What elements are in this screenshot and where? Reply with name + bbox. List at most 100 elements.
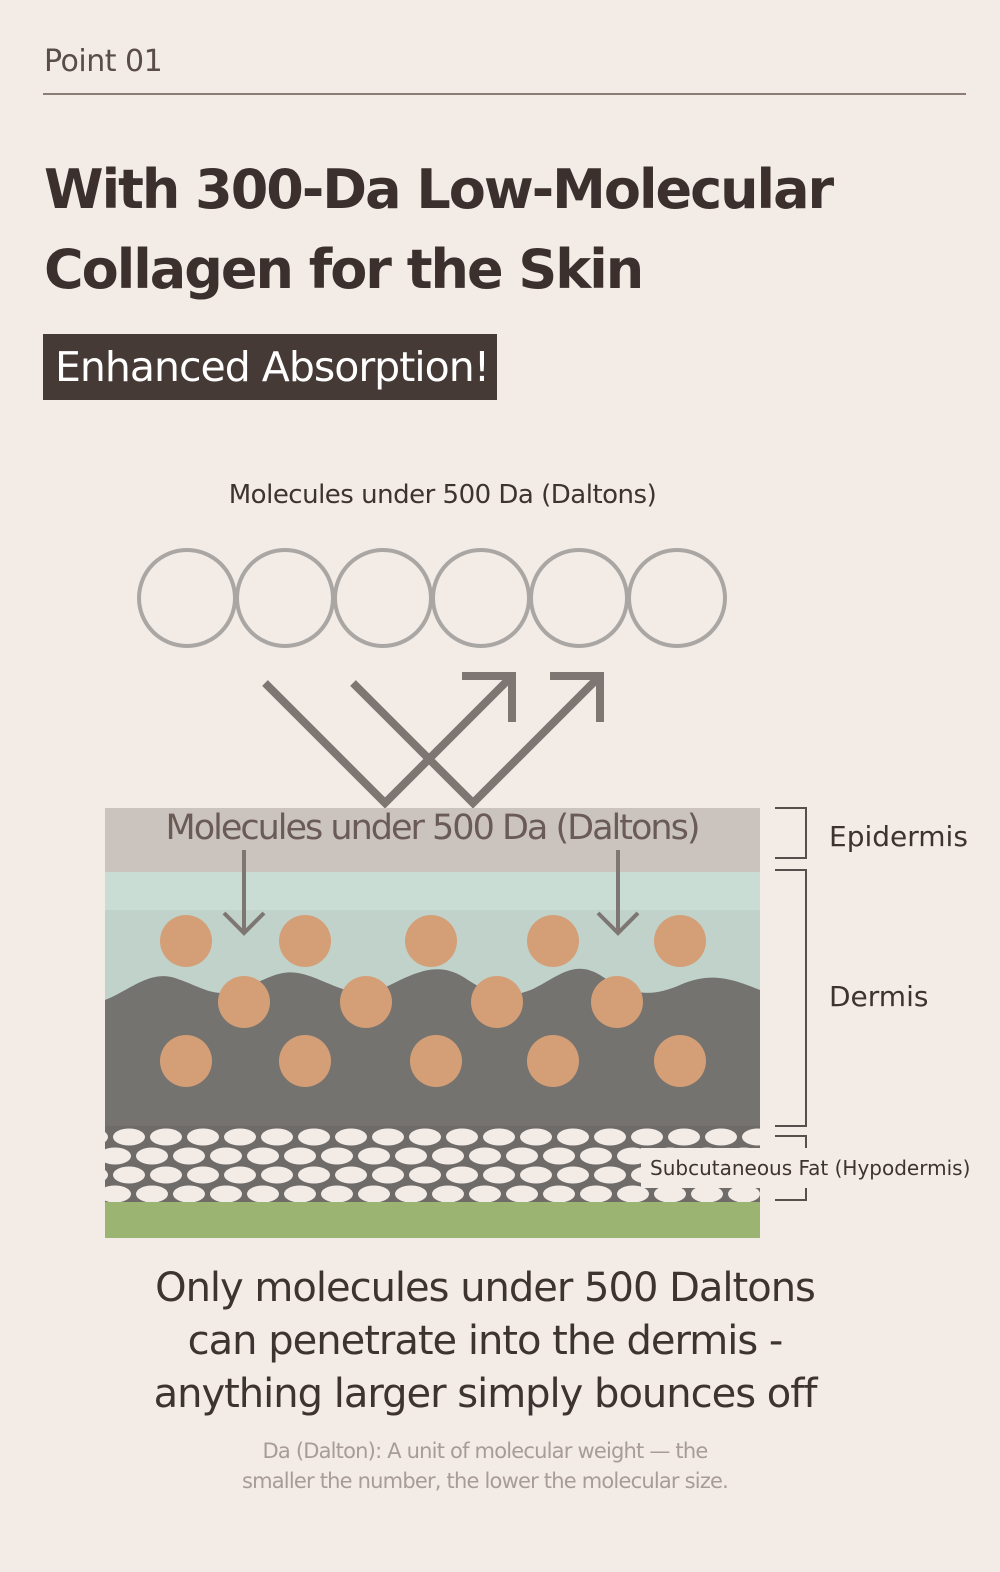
fat-cell xyxy=(187,1166,219,1184)
fat-cell xyxy=(506,1185,538,1203)
collagen-dot xyxy=(527,915,579,967)
fat-cell xyxy=(409,1166,441,1184)
collagen-dot xyxy=(654,915,706,967)
penetrate-arrows xyxy=(222,850,640,936)
collagen-dot xyxy=(591,976,643,1028)
dermis-label: Dermis xyxy=(829,980,929,1013)
fat-cell xyxy=(409,1128,441,1146)
fat-cell xyxy=(335,1166,367,1184)
collagen-dot xyxy=(279,915,331,967)
footnote: Da (Dalton): A unit of molecular weight … xyxy=(0,1436,970,1496)
collagen-dot xyxy=(340,976,392,1028)
fat-cell xyxy=(580,1185,612,1203)
fat-cell xyxy=(358,1147,390,1165)
fat-cell xyxy=(187,1128,219,1146)
molecule-circle xyxy=(333,548,433,648)
fat-cell xyxy=(284,1185,316,1203)
fat-cell xyxy=(136,1147,168,1165)
fat-cell xyxy=(543,1147,575,1165)
collagen-dot xyxy=(471,976,523,1028)
bounce-arrows xyxy=(262,672,604,809)
fat-cell xyxy=(261,1166,293,1184)
hypodermis-label: Subcutaneous Fat (Hypodermis) xyxy=(641,1148,971,1188)
fat-cell xyxy=(557,1128,589,1146)
fat-cell xyxy=(173,1185,205,1203)
fat-cell xyxy=(298,1166,330,1184)
fat-cell xyxy=(594,1166,626,1184)
fat-cell xyxy=(372,1128,404,1146)
fat-cell xyxy=(321,1185,353,1203)
molecule-circle xyxy=(431,548,531,648)
fat-cell xyxy=(580,1147,612,1165)
fat-cell xyxy=(395,1147,427,1165)
fat-cell xyxy=(469,1147,501,1165)
summary-line-1: Only molecules under 500 Daltons xyxy=(155,1265,816,1311)
bounce-arrow-left xyxy=(262,673,515,809)
fat-cell xyxy=(105,1185,131,1203)
footnote-line-1: Da (Dalton): A unit of molecular weight … xyxy=(262,1439,709,1463)
fat-cell xyxy=(358,1185,390,1203)
epidermis-label: Epidermis xyxy=(829,820,968,853)
fat-cell xyxy=(210,1147,242,1165)
fat-cell xyxy=(543,1185,575,1203)
fat-cell xyxy=(432,1185,464,1203)
collagen-dot xyxy=(160,1035,212,1087)
point-label: Point 01 xyxy=(44,44,163,79)
fat-cell xyxy=(691,1185,723,1203)
fat-cell xyxy=(594,1128,626,1146)
headline-line-2: Collagen for the Skin xyxy=(44,238,644,301)
base-layer xyxy=(105,1202,760,1238)
fat-cell xyxy=(224,1128,256,1146)
fat-cell xyxy=(150,1166,182,1184)
fat-cell xyxy=(105,1132,108,1142)
fat-cell xyxy=(224,1166,256,1184)
summary-line-3: anything larger simply bounces off xyxy=(153,1371,818,1417)
epidermis-inner-label: Molecules under 500 Da (Daltons) xyxy=(165,808,701,848)
molecule-circle xyxy=(235,548,335,648)
layer-brackets xyxy=(775,807,807,1201)
fat-cell xyxy=(105,1170,108,1180)
fat-cell xyxy=(668,1128,700,1146)
fat-cell xyxy=(372,1166,404,1184)
fat-cell xyxy=(113,1166,145,1184)
dermis-top-layer xyxy=(105,872,760,912)
penetrate-arrow-left-head xyxy=(222,911,266,936)
fat-cell xyxy=(742,1128,760,1146)
fat-cell xyxy=(136,1185,168,1203)
molecule-circle xyxy=(627,548,727,648)
absorption-badge: Enhanced Absorption! xyxy=(43,334,497,400)
fat-cell xyxy=(261,1128,293,1146)
bounce-arrow-right-head xyxy=(550,672,604,722)
penetrate-arrow-right-head xyxy=(596,911,640,936)
footnote-line-2: smaller the number, the lower the molecu… xyxy=(241,1469,729,1493)
collagen-dot xyxy=(160,915,212,967)
fat-cell xyxy=(483,1166,515,1184)
fat-cell xyxy=(483,1128,515,1146)
fat-cell xyxy=(113,1128,145,1146)
fat-cell xyxy=(705,1128,737,1146)
fat-cell xyxy=(469,1185,501,1203)
collagen-dot xyxy=(654,1035,706,1087)
bounce-arrow-right xyxy=(350,673,603,809)
fat-cell xyxy=(298,1128,330,1146)
collagen-dot xyxy=(527,1035,579,1087)
fat-cell xyxy=(105,1147,131,1165)
fat-cell xyxy=(395,1185,427,1203)
collagen-dots xyxy=(160,915,706,1087)
bounce-arrow-left-head xyxy=(462,672,516,722)
fat-cell xyxy=(654,1185,686,1203)
collagen-dot xyxy=(410,1035,462,1087)
header-divider xyxy=(43,93,966,95)
fat-cell xyxy=(506,1147,538,1165)
dermis-bracket xyxy=(775,869,807,1127)
fat-cell xyxy=(247,1185,279,1203)
fat-cell xyxy=(728,1185,760,1203)
molecule-caption: Molecules under 500 Da (Daltons) xyxy=(228,480,657,510)
collagen-dot xyxy=(279,1035,331,1087)
fat-cell xyxy=(557,1166,589,1184)
fat-cell xyxy=(284,1147,316,1165)
collagen-dot xyxy=(218,976,270,1028)
fat-cell xyxy=(520,1128,552,1146)
fat-cell xyxy=(617,1185,649,1203)
molecule-chain xyxy=(137,548,727,648)
